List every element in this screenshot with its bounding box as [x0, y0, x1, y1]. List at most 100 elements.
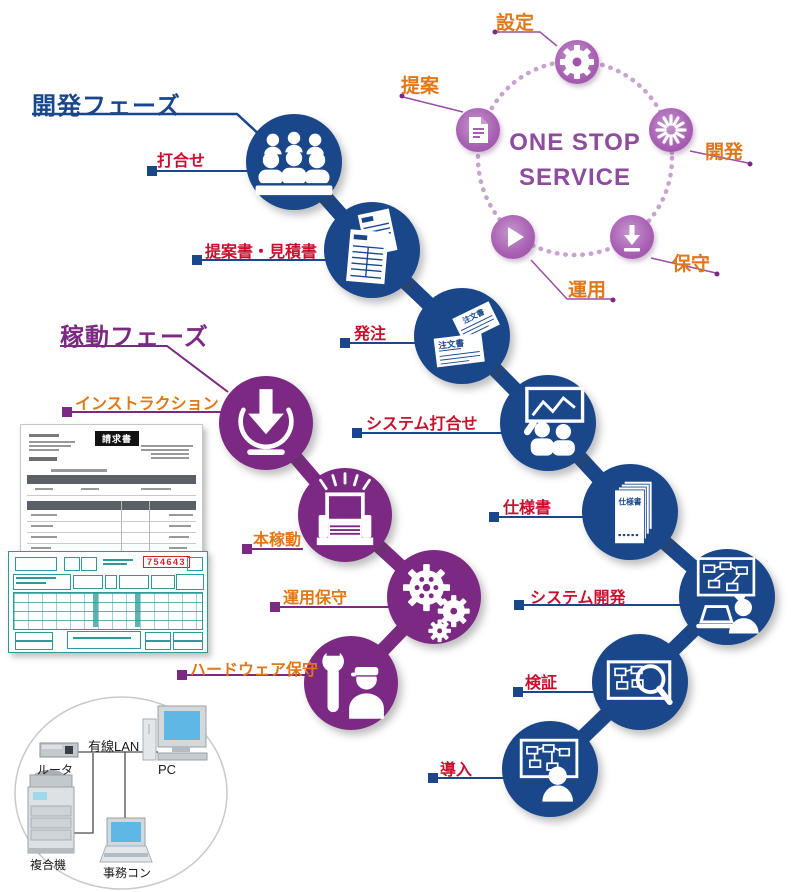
dev-step-label-system-dev: システム開発: [530, 590, 626, 607]
step-circle-order: 注文書 注文書: [414, 288, 510, 384]
office-computer-label: 事務コン: [103, 866, 152, 880]
form-box: [67, 631, 141, 649]
step-circle-verify: [592, 634, 688, 730]
invoice-table-row: [27, 484, 196, 496]
step-circle-operation-maintenance: [387, 550, 481, 644]
step-circle-instruction: [219, 376, 313, 470]
dev-title-underline: [32, 112, 263, 138]
form-grid-stripe: [93, 593, 98, 627]
dev-step-label-verify: 検証: [525, 675, 558, 692]
form-grid-stripe: [135, 593, 140, 627]
invoice-text-bar: [29, 434, 59, 437]
ops-phase-title: 稼動フェーズ: [60, 324, 209, 351]
ops-step-label-operation-maintenance: 運用保守: [283, 590, 348, 607]
invoice-cell-bar: [169, 536, 189, 538]
order-forms-icon: 注文書 注文書: [433, 301, 500, 368]
form-text-bar: [103, 559, 133, 561]
invoice-text-bar: [151, 453, 189, 455]
ring-label-development: 開発: [705, 142, 744, 163]
ring-label-proposal: 提案: [401, 76, 440, 97]
ring-leader-lines: [399, 29, 753, 303]
router-label: ルータ: [37, 763, 74, 777]
wrench-person-icon: [322, 643, 384, 719]
ops-chain-connector: [260, 418, 441, 688]
one-stop-title-line2: SERVICE: [519, 164, 631, 191]
router-icon: [39, 742, 79, 758]
step-circle-meeting: [246, 114, 342, 210]
machine-icon: [316, 472, 374, 546]
step-circle-system-meeting: [500, 375, 596, 471]
invoice-cell-bar: [31, 547, 51, 549]
ops-step-label-hw-maintenance: ハードウェア保守: [190, 662, 319, 679]
ring-label-settings: 設定: [496, 13, 535, 34]
form-box: [145, 641, 171, 650]
invoice-cell-bar: [141, 488, 171, 490]
dev-step-label-deploy: 導入: [440, 762, 473, 779]
ring-label-maintenance: 保守: [672, 254, 711, 275]
form-box: [119, 575, 149, 589]
step-circle-deploy: [502, 721, 598, 817]
burst-icon: [655, 114, 687, 146]
invoice-cell-bar: [31, 514, 57, 516]
form-box: [64, 557, 80, 571]
documents-icon: [346, 208, 398, 285]
form-text-bar: [103, 563, 127, 565]
play-icon: [508, 227, 524, 247]
invoice-table-row: [27, 510, 196, 522]
form-grid: [13, 592, 203, 630]
step-circle-proposal-docs: [324, 202, 420, 298]
one-stop-title-line1: ONE STOP: [509, 129, 641, 156]
office-computer-icon: [99, 817, 153, 863]
form-box: [173, 632, 203, 641]
copier-label: 複合機: [30, 858, 67, 872]
invoice-cell-bar: [81, 488, 99, 490]
spec-stack-icon: 仕様書: [614, 480, 653, 545]
step-circle-spec: 仕様書: [582, 464, 678, 560]
invoice-cell-bar: [169, 547, 187, 549]
satellite-maintenance: [610, 215, 654, 259]
form-box: [15, 632, 53, 641]
ops-step-label-production: 本稼動: [253, 532, 302, 549]
install-icon: [238, 389, 294, 455]
presentation-meeting-icon: [523, 386, 585, 456]
spec-doc-title: 仕様書: [617, 496, 641, 506]
invoice-text-bar: [51, 469, 107, 472]
invoice-table-row: [27, 532, 196, 544]
ops-step-label-instruction: インストラクション: [75, 396, 219, 413]
invoice-table2-header: [27, 501, 196, 510]
form-box: [73, 575, 103, 589]
developer-icon: [696, 557, 759, 634]
form-box: [105, 575, 117, 589]
magnifier-flowchart-icon: [606, 660, 673, 706]
gears-icon: [402, 564, 470, 643]
form-box: [13, 574, 71, 590]
step-circle-production: [298, 468, 392, 562]
dev-step-label-spec: 仕様書: [503, 500, 552, 517]
invoice-cell-bar: [31, 525, 53, 527]
ops-title-underline: [60, 345, 229, 393]
step-circle-system-dev: [679, 549, 775, 645]
ring-label-operation: 運用: [568, 280, 607, 301]
dev-phase-title: 開発フェーズ: [32, 93, 181, 120]
satellite-proposal: [456, 108, 500, 152]
invoice-cell-bar: [35, 488, 53, 490]
form-box: [187, 557, 203, 571]
network-ellipse: [14, 696, 228, 890]
form-box: [15, 557, 57, 571]
form-box: [145, 632, 171, 641]
form-text-bar: [16, 582, 46, 584]
invoice-column-divider: [121, 501, 122, 554]
form-box: [176, 574, 204, 590]
invoice-cell-bar: [31, 536, 57, 538]
dev-leader-lines: [147, 166, 683, 783]
order-doc-title-front: 注文書: [438, 337, 465, 351]
invoice-title: 請求書: [95, 431, 140, 446]
invoice-text-bar: [29, 449, 59, 451]
satellite-settings: [555, 40, 599, 84]
download-icon: [624, 225, 640, 252]
invoice-cell-bar: [169, 514, 193, 516]
form-box: [151, 575, 175, 589]
pc-icon: [142, 705, 208, 761]
form-number: 754643: [143, 556, 191, 568]
